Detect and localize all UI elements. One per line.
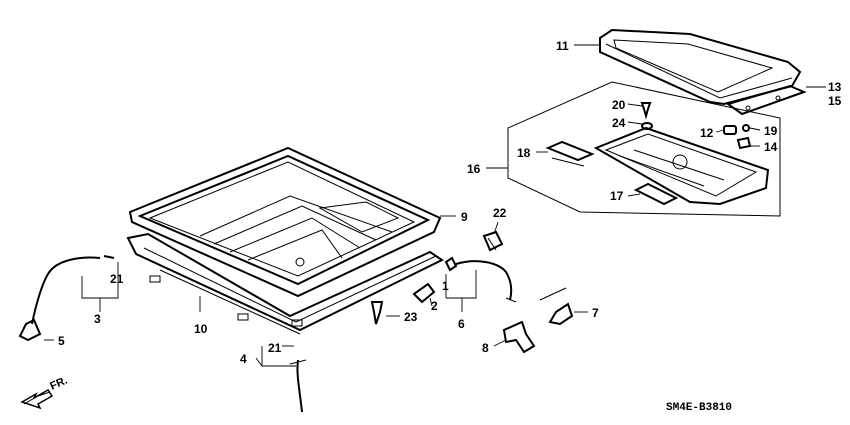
front-direction-label: FR. bbox=[48, 375, 69, 393]
callout-9: 9 bbox=[461, 210, 468, 224]
bracket-and-clamp bbox=[370, 256, 458, 325]
callout-15: 15 bbox=[828, 94, 842, 108]
callout-22: 22 bbox=[493, 206, 507, 220]
small-fasteners bbox=[640, 102, 752, 150]
hose-clamp-left bbox=[103, 255, 115, 259]
drain-hose-left-part bbox=[31, 256, 101, 325]
sunroof-frame-part bbox=[128, 146, 442, 298]
callout-labels: 11 13 15 20 24 12 19 14 18 16 17 9 22 21… bbox=[58, 39, 842, 366]
drain-hose-right-part bbox=[455, 260, 513, 301]
callout-12: 12 bbox=[700, 126, 714, 140]
clip-part-22 bbox=[482, 230, 504, 252]
callout-11: 11 bbox=[556, 39, 569, 53]
weatherstrip-part bbox=[725, 84, 807, 116]
diagram-code: SM4E-B3810 bbox=[666, 402, 732, 414]
callout-8: 8 bbox=[482, 341, 489, 355]
callout-17: 17 bbox=[610, 189, 624, 203]
callout-14: 14 bbox=[764, 140, 778, 154]
sunroof-housing-part bbox=[126, 232, 444, 335]
callout-3: 3 bbox=[94, 312, 101, 326]
front-direction-arrow bbox=[20, 389, 54, 410]
callout-2: 2 bbox=[431, 299, 438, 313]
leader-lines bbox=[44, 44, 826, 367]
clip-part-18 bbox=[545, 140, 595, 167]
callout-18: 18 bbox=[517, 146, 531, 160]
callout-21a: 21 bbox=[110, 272, 124, 286]
callout-24: 24 bbox=[612, 116, 626, 130]
callout-13: 13 bbox=[828, 80, 842, 94]
callout-6: 6 bbox=[458, 317, 465, 331]
callout-16: 16 bbox=[467, 162, 481, 176]
callout-21b: 21 bbox=[268, 341, 282, 355]
glass-panel-part bbox=[599, 28, 802, 106]
t-joint-part-8 bbox=[502, 320, 536, 354]
callout-5: 5 bbox=[58, 334, 65, 348]
sunshade-group-box bbox=[507, 81, 781, 217]
hose-end-right bbox=[505, 297, 517, 303]
elbow-part-5 bbox=[18, 318, 42, 342]
handle-part-17 bbox=[633, 182, 679, 206]
hose-band-bottom bbox=[289, 359, 307, 365]
callout-19: 19 bbox=[764, 124, 778, 138]
callout-10: 10 bbox=[194, 322, 208, 336]
callout-7: 7 bbox=[592, 306, 599, 320]
callout-20: 20 bbox=[612, 98, 626, 112]
drain-hose-bottom-part bbox=[296, 359, 303, 413]
callout-1: 1 bbox=[442, 279, 449, 293]
callout-23: 23 bbox=[404, 310, 418, 324]
callout-4: 4 bbox=[240, 352, 247, 366]
elbow-part-7 bbox=[539, 287, 574, 326]
